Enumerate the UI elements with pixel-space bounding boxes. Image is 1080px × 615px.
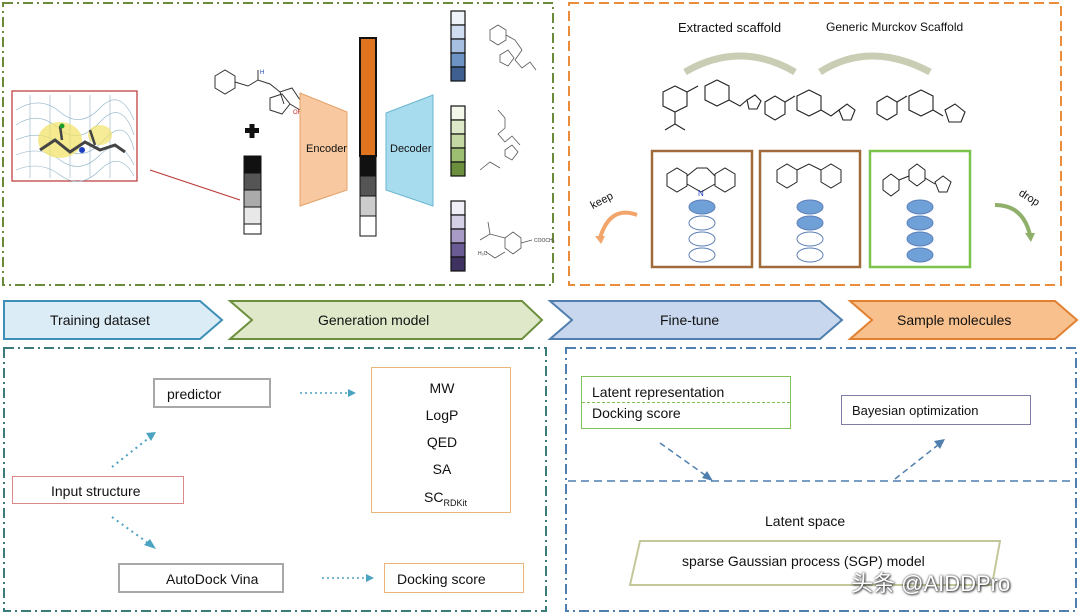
decoder-block — [385, 94, 434, 207]
pipeline-arrows — [3, 300, 1079, 340]
step-fine-tune — [547, 300, 844, 340]
input-structure-label: Input structure — [51, 483, 141, 499]
predictor-box: predictor — [153, 378, 271, 408]
middle-node-stack — [796, 199, 824, 263]
property-mw: MW — [429, 380, 455, 396]
generic-scaffold-molecule — [876, 89, 966, 123]
scaffold-panel-graphic: N — [568, 2, 1062, 286]
drop-node-stack — [906, 199, 934, 263]
step-label-sample: Sample molecules — [897, 312, 1012, 328]
bayesian-optimization-box: Bayesian optimization — [841, 395, 1031, 425]
generation-panel-graphic: H OH — [2, 2, 555, 286]
output-vector-green — [450, 105, 466, 177]
keep-node-stack — [688, 199, 716, 263]
autodock-vina-label: AutoDock Vina — [166, 571, 259, 587]
scaffold-panel-border — [568, 2, 1062, 286]
extracted-scaffold-molecule — [764, 89, 856, 121]
latent-docking-box: Latent representation Docking score — [581, 376, 791, 429]
watermark: 头条 @AIDDPro — [851, 571, 1011, 596]
sgp-model-box — [628, 540, 1002, 586]
generic-arrow — [818, 52, 932, 76]
step-generation-model — [227, 300, 544, 340]
input-molecule — [214, 69, 301, 115]
property-list-box: MW LogP QED SA SCRDKit — [371, 367, 511, 513]
step-sample-molecules — [847, 300, 1079, 340]
bayesian-optimization-label: Bayesian optimization — [852, 403, 979, 418]
optimization-panel-border — [565, 347, 1077, 612]
docking-score-box: Docking score — [384, 563, 524, 593]
keep-arrow — [598, 210, 638, 239]
svg-text:N: N — [698, 189, 704, 198]
extracted-scaffold-label: Extracted scaffold — [678, 20, 782, 35]
step-label-finetune: Fine-tune — [660, 312, 720, 328]
opt-docking-score-label: Docking score — [592, 405, 681, 421]
drop-arrow — [994, 203, 1032, 236]
latent-docking-divider — [582, 402, 790, 403]
svg-text:COOCH₃: COOCH₃ — [534, 238, 555, 244]
svg-text:H₃C: H₃C — [478, 251, 488, 257]
encoder-label: Encoder — [306, 143, 347, 155]
box-scaffold-structures — [666, 163, 952, 197]
to-latent-space-arrow — [659, 442, 706, 476]
step-training-dataset — [3, 300, 224, 340]
step-label-training: Training dataset — [50, 312, 150, 328]
protein-ligand-image — [11, 90, 138, 182]
optimization-panel-graphic — [565, 347, 1077, 612]
encoder-block — [299, 92, 348, 207]
property-scrdkit: SCRDKit — [424, 489, 467, 508]
plus-icon — [245, 124, 259, 138]
latent-vector — [359, 37, 377, 237]
full-molecule — [662, 79, 762, 131]
generation-panel-border — [2, 2, 554, 286]
sgp-model-label: sparse Gaussian process (SGP) model — [682, 553, 925, 569]
step-label-generation: Generation model — [318, 312, 430, 328]
docking-score-label: Docking score — [397, 571, 486, 587]
properties-panel-border — [3, 347, 547, 612]
generic-scaffold-label: Generic Murckov Scaffold — [826, 20, 964, 34]
input-to-vina-arrow — [111, 516, 149, 544]
predictor-label: predictor — [167, 386, 222, 402]
output-vector-blue — [450, 10, 466, 82]
property-sa: SA — [432, 461, 452, 477]
output-vector-purple — [450, 200, 466, 272]
property-qed: QED — [426, 434, 458, 450]
extract-arrow — [683, 52, 797, 76]
condition-vector — [243, 155, 262, 235]
property-logp: LogP — [425, 407, 459, 423]
autodock-vina-box: AutoDock Vina — [118, 563, 284, 593]
properties-panel-graphic — [3, 347, 547, 612]
decoder-label: Decoder — [390, 143, 432, 155]
scrdkit-sub: RDKit — [443, 497, 467, 508]
to-bayesian-arrow — [894, 444, 939, 480]
latent-representation-label: Latent representation — [592, 384, 725, 400]
input-structure-box: Input structure — [12, 476, 184, 504]
connector-line — [149, 169, 241, 201]
scrdkit-main: SC — [424, 489, 444, 505]
input-to-predictor-arrow — [111, 436, 151, 468]
svg-text:OH: OH — [293, 110, 302, 116]
latent-space-label: Latent space — [765, 513, 846, 529]
output-molecules — [479, 24, 537, 259]
svg-text:H: H — [260, 70, 264, 76]
